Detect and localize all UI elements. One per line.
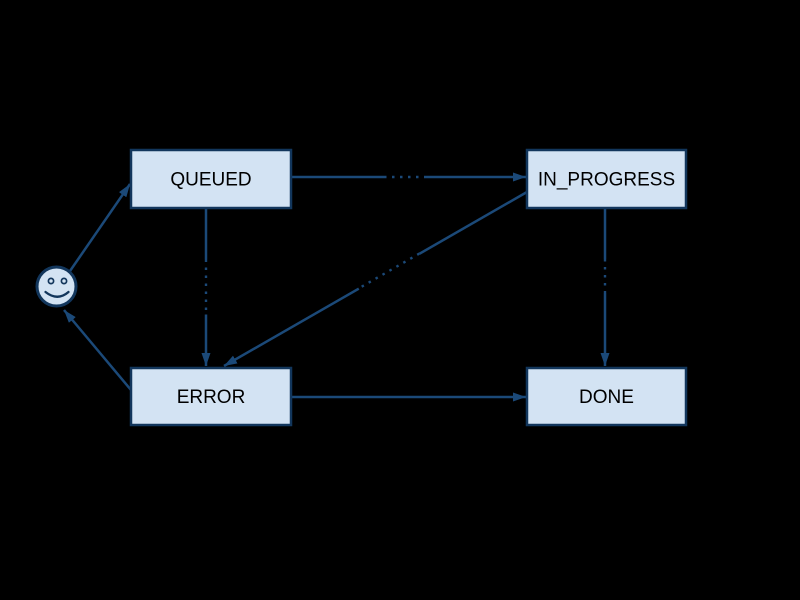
transition-edge-user-to-queued — [68, 183, 132, 272]
state-label-queued: QUEUED — [170, 170, 251, 191]
state-label-error: ERROR — [177, 387, 246, 408]
actor-user — [35, 265, 78, 308]
smiley-face-icon — [35, 265, 78, 308]
smiley-mouth-icon — [44, 290, 70, 298]
smiley-left-eye-icon — [47, 277, 55, 285]
state-node-done — [525, 366, 688, 427]
edge-label-specks-in-progress-to-error — [358, 252, 420, 290]
smiley-right-eye-icon — [60, 277, 68, 285]
state-node-queued — [129, 148, 293, 210]
state-label-in_progress: IN_PROGRESS — [538, 170, 675, 191]
state-node-in_progress — [525, 148, 688, 210]
state-node-error — [129, 366, 293, 427]
transition-edge-error-to-user — [63, 309, 132, 391]
state-label-done: DONE — [579, 387, 634, 408]
